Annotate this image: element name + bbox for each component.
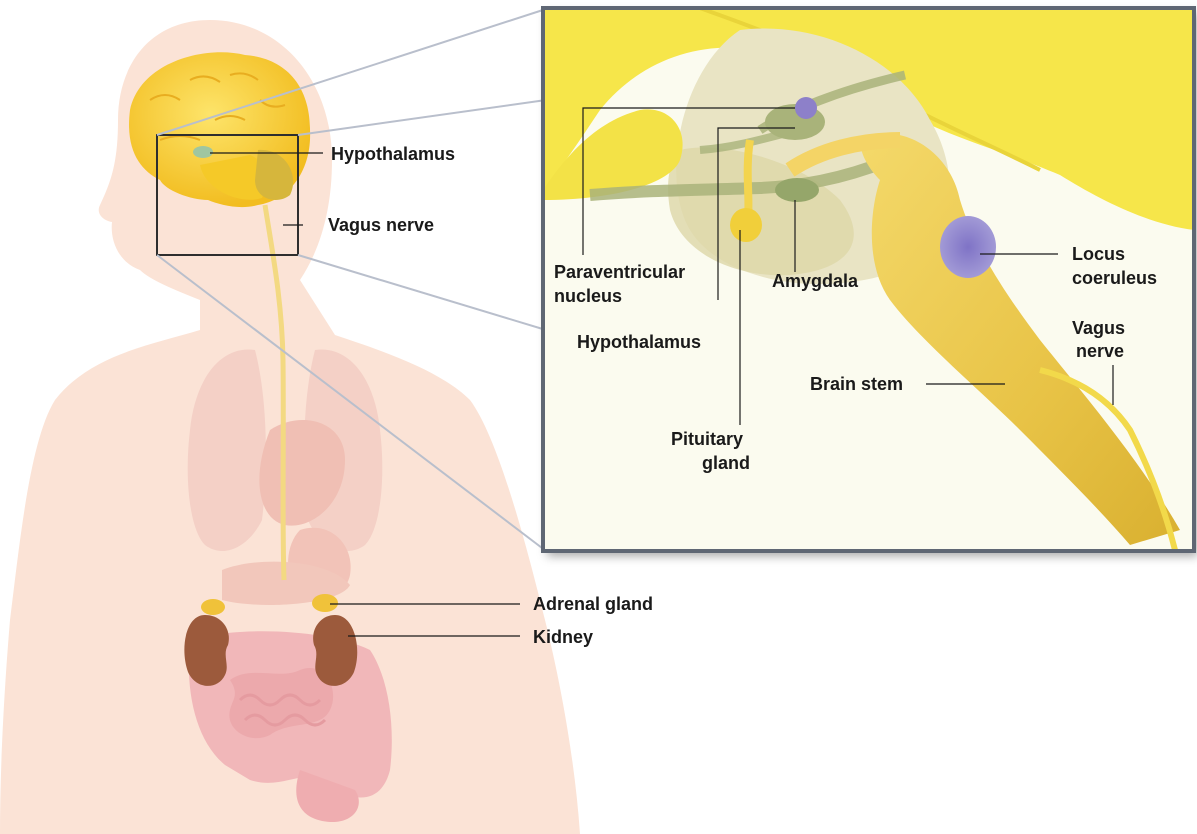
label-locus-line2: coeruleus	[1072, 268, 1157, 288]
label-vagus-inset-line1: Vagus	[1072, 318, 1125, 338]
label-paraventricular-line2: nucleus	[554, 286, 622, 306]
label-brain-stem: Brain stem	[810, 374, 903, 394]
label-kidney: Kidney	[533, 627, 593, 647]
label-locus-line1: Locus	[1072, 244, 1125, 264]
label-hypothalamus-body: Hypothalamus	[331, 144, 455, 164]
label-amygdala: Amygdala	[772, 271, 859, 291]
label-pituitary-line2: gland	[702, 453, 750, 473]
label-hypothalamus-inset: Hypothalamus	[577, 332, 701, 352]
label-paraventricular-line1: Paraventricular	[554, 262, 685, 282]
label-vagus-nerve-body: Vagus nerve	[328, 215, 434, 235]
label-vagus-inset-line2: nerve	[1076, 341, 1124, 361]
label-pituitary-line1: Pituitary	[671, 429, 743, 449]
label-adrenal-gland: Adrenal gland	[533, 594, 653, 614]
